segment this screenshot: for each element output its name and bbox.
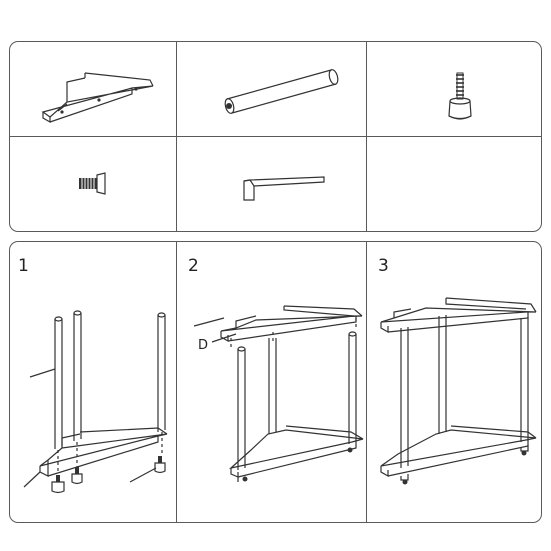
step-number: 1	[18, 256, 29, 276]
assembly-steps-panel: 1	[9, 241, 542, 523]
parts-list-panel	[9, 41, 542, 232]
step-3: 3	[366, 242, 543, 524]
hex-key-icon	[176, 136, 366, 233]
step-1-illustration	[10, 242, 176, 524]
steps-divider	[366, 242, 367, 522]
rod-icon	[176, 42, 366, 136]
screw-icon	[79, 136, 176, 233]
triangular-shelf-icon	[10, 42, 176, 136]
callout-label-d: D	[198, 338, 209, 353]
step-number: 3	[378, 256, 389, 276]
part-support-rod	[176, 42, 366, 136]
part-empty	[366, 136, 543, 233]
part-screw	[10, 136, 176, 233]
part-allen-key	[176, 136, 366, 233]
step-2: 2 D	[176, 242, 366, 524]
step-number: 2	[188, 256, 199, 276]
part-corner-shelf	[10, 42, 176, 136]
part-foot	[366, 42, 543, 136]
step-1: 1	[10, 242, 176, 524]
step-3-illustration	[366, 242, 543, 485]
step-2-illustration	[176, 242, 366, 524]
threaded-foot-icon	[366, 42, 543, 136]
steps-divider	[176, 242, 177, 522]
parts-divider	[10, 136, 541, 137]
